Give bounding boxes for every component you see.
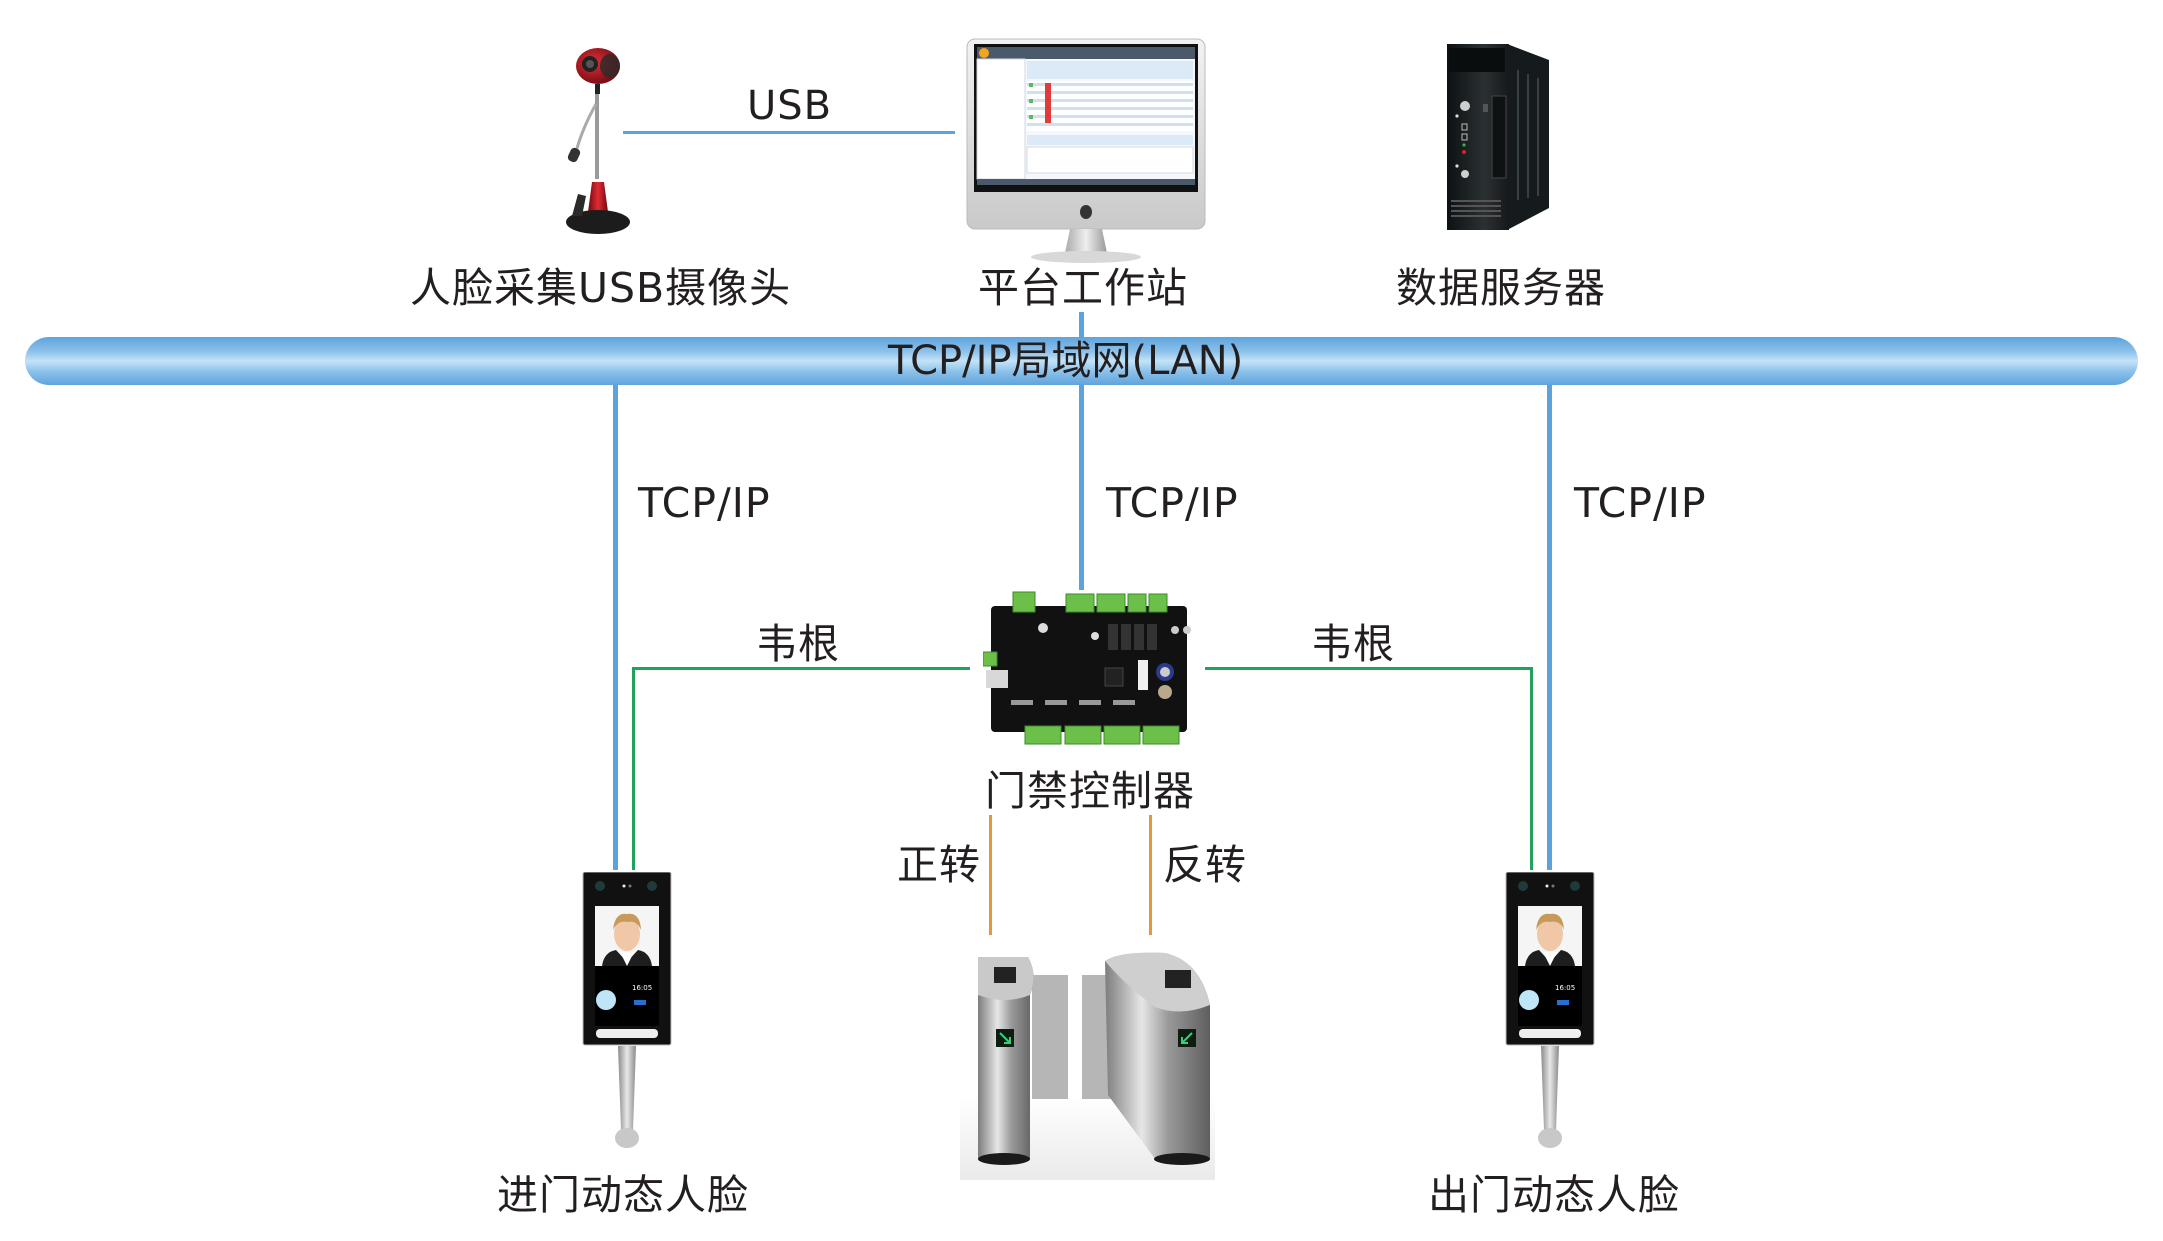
tcp-ip-left-label: TCP/IP — [638, 479, 771, 527]
lan-drop-entry-face-line — [613, 385, 618, 870]
forward-label: 正转 — [897, 841, 981, 889]
controller-device — [982, 588, 1195, 748]
controller-label: 门禁控制器 — [985, 767, 1195, 815]
wiegand-right-label: 韦根 — [1311, 620, 1395, 668]
webcam-device — [560, 44, 640, 244]
wiegand-left-vertical-line — [632, 667, 635, 870]
webcam-label: 人脸采集USB摄像头 — [410, 264, 792, 312]
exit-face-label: 出门动态人脸 — [1428, 1171, 1680, 1219]
entry-face-terminal: 16:05 — [582, 871, 672, 1157]
lan-drop-exit-face-line — [1547, 385, 1552, 870]
terminal-time: 16:05 — [632, 984, 652, 992]
server-device — [1445, 40, 1555, 232]
wiegand-right-vertical-line — [1530, 667, 1533, 870]
circuit-board-icon — [982, 591, 1191, 745]
reverse-relay-line — [1149, 815, 1152, 935]
tcp-ip-center-label: TCP/IP — [1106, 479, 1239, 527]
lan-label: TCP/IP局域网(LAN) — [888, 338, 1244, 384]
forward-relay-line — [989, 815, 992, 935]
workstation-lan-line — [1079, 312, 1084, 338]
usb-link-line — [623, 131, 955, 134]
face-terminal-icon: 16:05 — [582, 871, 672, 1148]
wiegand-right-horizontal-line — [1205, 667, 1533, 670]
lan-bus — [25, 337, 2138, 385]
server-label: 数据服务器 — [1396, 264, 1606, 312]
turnstile-gate-icon — [960, 952, 1215, 1180]
lan-drop-controller-line — [1079, 385, 1084, 590]
webcam-icon — [566, 48, 630, 234]
turnstile-device — [960, 945, 1215, 1180]
face-terminal-icon: 16:05 — [1505, 871, 1595, 1148]
usb-link-label: USB — [747, 83, 833, 129]
reverse-label: 反转 — [1163, 841, 1247, 889]
workstation-label: 平台工作站 — [978, 264, 1188, 312]
wiegand-left-label: 韦根 — [756, 620, 840, 668]
workstation-device — [965, 37, 1207, 265]
tcp-ip-right-label: TCP/IP — [1574, 479, 1707, 527]
terminal-time: 16:05 — [1555, 984, 1575, 992]
server-tower-icon — [1447, 44, 1549, 230]
entry-face-label: 进门动态人脸 — [497, 1171, 749, 1219]
exit-face-terminal: 16:05 — [1505, 871, 1595, 1157]
wiegand-left-horizontal-line — [632, 667, 970, 670]
monitor-icon — [966, 38, 1206, 263]
